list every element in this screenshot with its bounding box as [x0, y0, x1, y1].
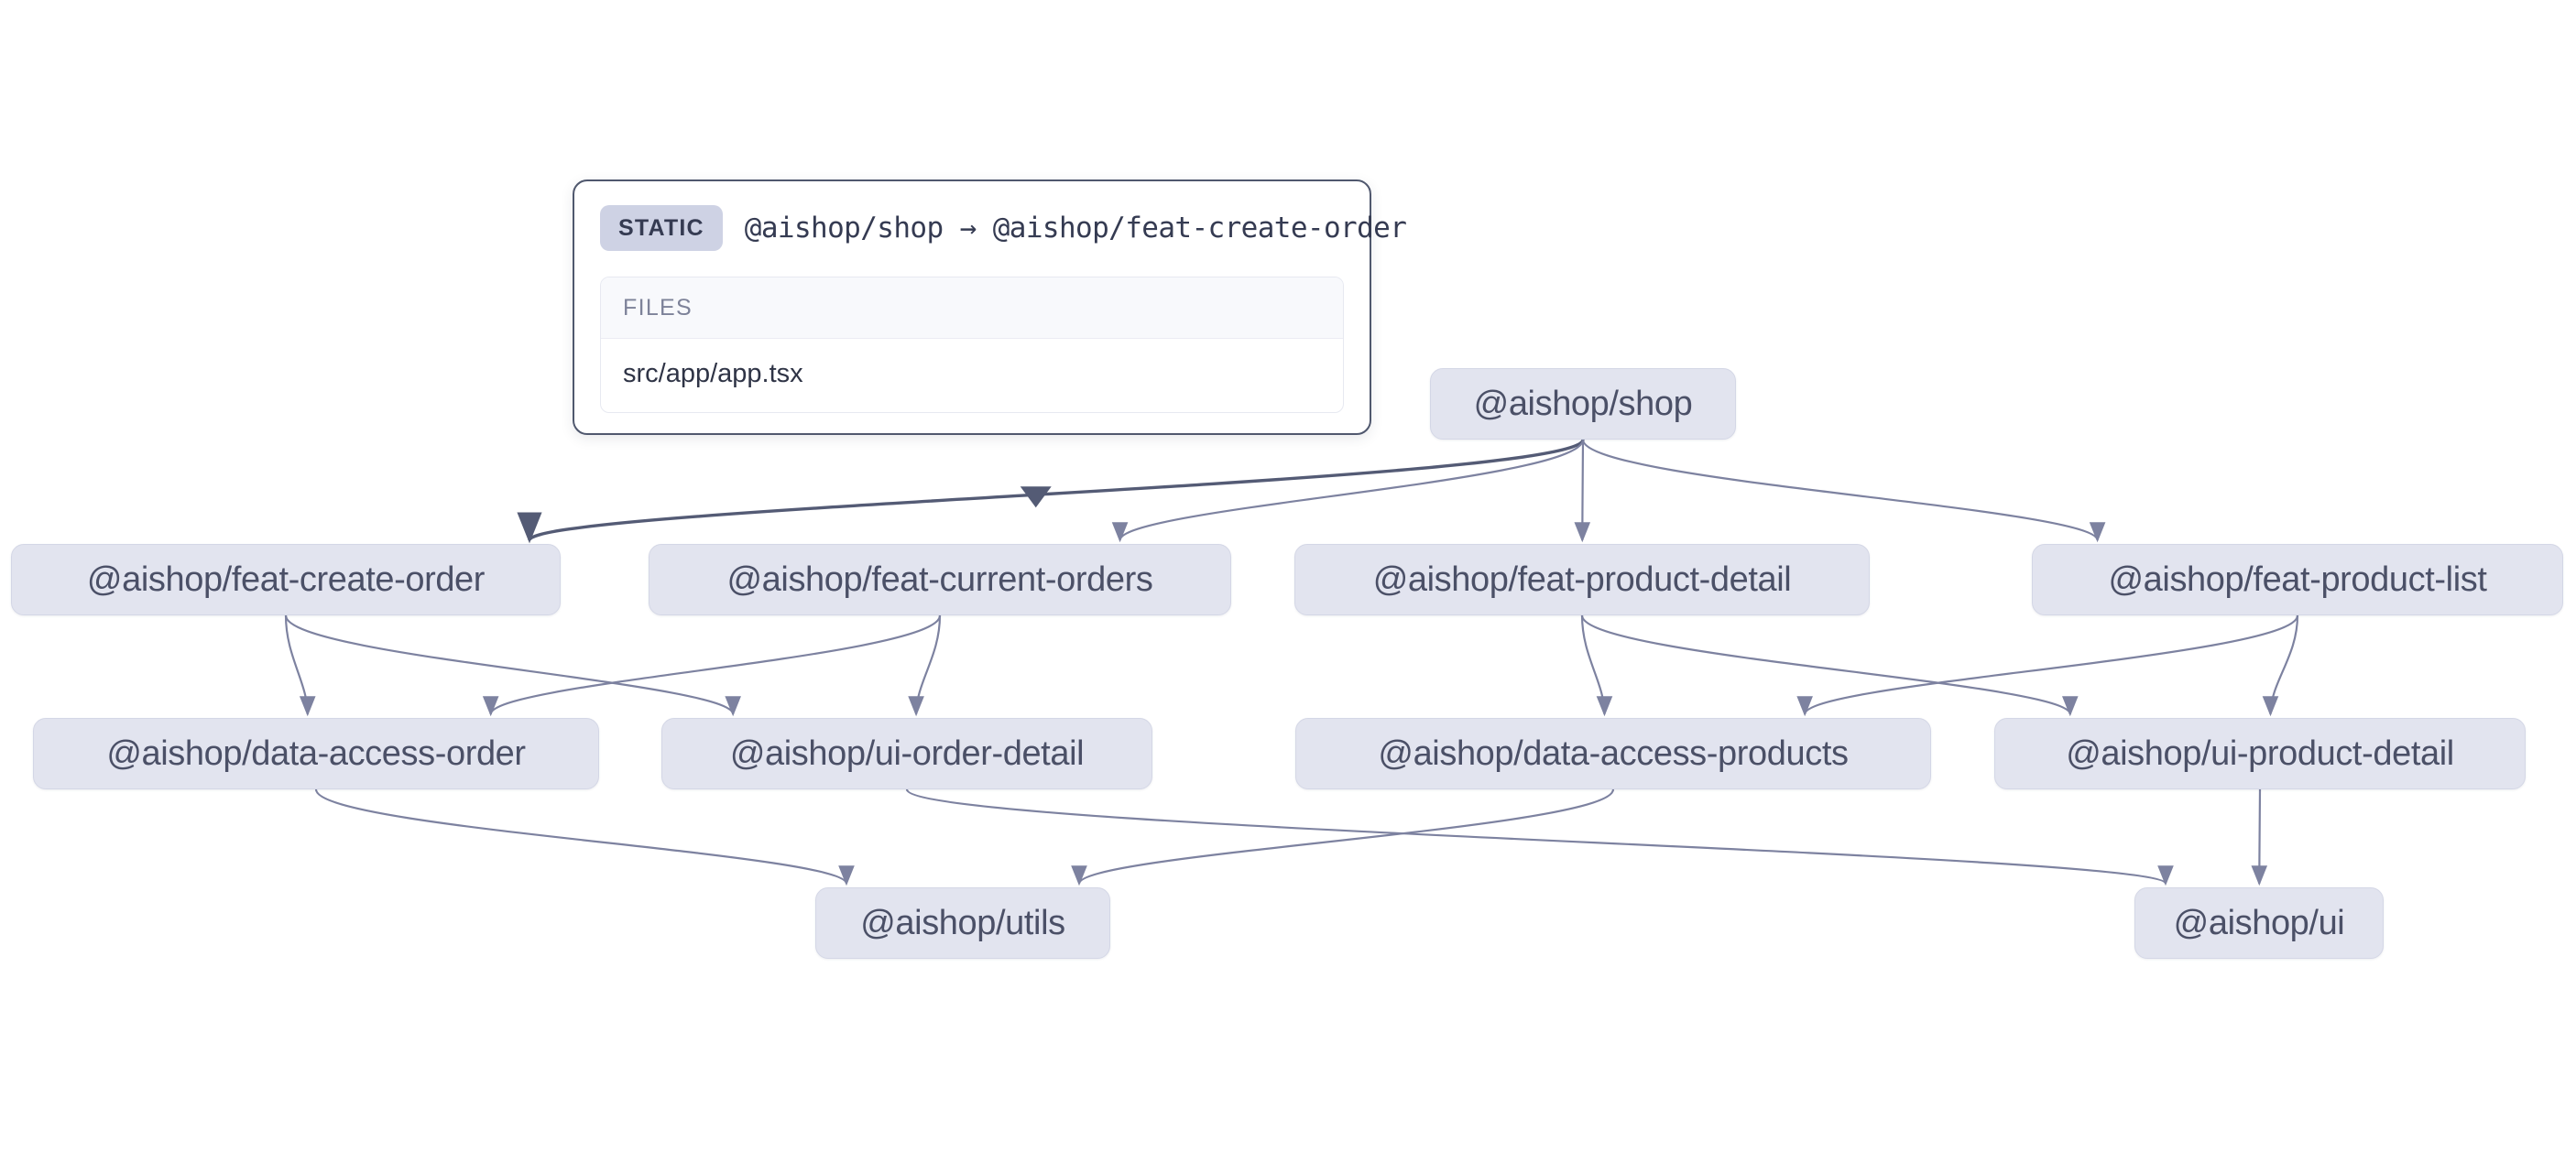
- graph-node-label: @aishop/feat-product-detail: [1372, 560, 1792, 599]
- graph-node-label: @aishop/feat-current-orders: [726, 560, 1153, 599]
- graph-node-ui-product-detail[interactable]: @aishop/ui-product-detail: [1994, 718, 2526, 789]
- graph-node-ui-order-detail[interactable]: @aishop/ui-order-detail: [661, 718, 1152, 789]
- graph-edge-feat-product-list-to-ui-product-detail[interactable]: [2262, 614, 2299, 717]
- graph-node-shop[interactable]: @aishop/shop: [1430, 368, 1736, 440]
- graph-edge-shop-to-feat-create-order[interactable]: [518, 439, 1585, 544]
- graph-node-label: @aishop/shop: [1473, 384, 1693, 423]
- graph-edge-feat-product-list-to-data-access-products[interactable]: [1796, 614, 2299, 717]
- tooltip-title: @aishop/shop → @aishop/feat-create-order: [744, 212, 1407, 245]
- graph-node-label: @aishop/ui-product-detail: [2066, 734, 2454, 773]
- graph-node-feat-current-orders[interactable]: @aishop/feat-current-orders: [649, 544, 1231, 615]
- files-panel: FILES src/app/app.tsx: [600, 277, 1344, 413]
- graph-edge-ui-product-detail-to-ui[interactable]: [2251, 788, 2268, 886]
- graph-edge-shop-to-feat-product-list[interactable]: [1581, 439, 2106, 543]
- graph-edge-data-access-products-to-utils[interactable]: [1071, 788, 1615, 886]
- graph-node-feat-product-detail[interactable]: @aishop/feat-product-detail: [1294, 544, 1870, 615]
- graph-edge-feat-create-order-to-ui-order-detail[interactable]: [284, 614, 741, 717]
- graph-node-data-access-products[interactable]: @aishop/data-access-products: [1295, 718, 1931, 789]
- graph-edge-feat-product-detail-to-ui-product-detail[interactable]: [1580, 614, 2079, 717]
- graph-edge-feat-product-detail-to-data-access-products[interactable]: [1580, 614, 1613, 717]
- files-list: src/app/app.tsx: [601, 339, 1343, 412]
- graph-edge-shop-to-feat-product-detail[interactable]: [1574, 439, 1591, 543]
- graph-node-label: @aishop/data-access-order: [106, 734, 526, 773]
- static-badge: STATIC: [600, 205, 723, 251]
- graph-node-label: @aishop/ui-order-detail: [729, 734, 1085, 773]
- graph-node-ui[interactable]: @aishop/ui: [2134, 887, 2384, 959]
- graph-node-label: @aishop/ui: [2173, 903, 2345, 942]
- graph-edge-feat-current-orders-to-data-access-order[interactable]: [483, 614, 942, 717]
- graph-node-feat-create-order[interactable]: @aishop/feat-create-order: [11, 544, 561, 615]
- graph-node-label: @aishop/data-access-products: [1378, 734, 1849, 773]
- graph-edge-data-access-order-to-utils[interactable]: [314, 788, 855, 886]
- graph-edge-feat-create-order-to-data-access-order[interactable]: [284, 614, 316, 717]
- files-column-header: FILES: [601, 277, 1343, 339]
- edge-tooltip-card[interactable]: STATIC @aishop/shop → @aishop/feat-creat…: [573, 179, 1407, 435]
- graph-edge-feat-current-orders-to-ui-order-detail[interactable]: [908, 614, 942, 717]
- graph-node-label: @aishop/feat-create-order: [86, 560, 486, 599]
- tooltip-header: STATIC @aishop/shop → @aishop/feat-creat…: [600, 205, 1407, 256]
- graph-edge-direction-marker: [1020, 486, 1052, 508]
- graph-edge-shop-to-feat-current-orders[interactable]: [1112, 439, 1585, 543]
- file-row[interactable]: src/app/app.tsx: [623, 359, 803, 388]
- graph-node-label: @aishop/utils: [860, 903, 1065, 942]
- graph-node-feat-product-list[interactable]: @aishop/feat-product-list: [2032, 544, 2563, 615]
- graph-edge-ui-order-detail-to-ui[interactable]: [905, 788, 2173, 886]
- graph-node-utils[interactable]: @aishop/utils: [815, 887, 1110, 959]
- graph-node-data-access-order[interactable]: @aishop/data-access-order: [33, 718, 599, 789]
- graph-node-label: @aishop/feat-product-list: [2108, 560, 2487, 599]
